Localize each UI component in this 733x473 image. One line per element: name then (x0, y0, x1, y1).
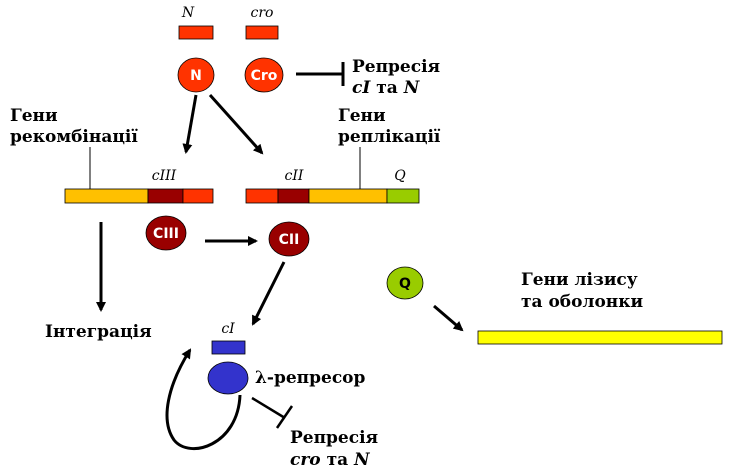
gene-q-label: Q (394, 168, 406, 184)
protein-cro-label: Cro (251, 68, 278, 84)
gene-n-box (178, 25, 214, 40)
repression-cro-n-line1: Репресія (290, 428, 378, 448)
protein-n-node (177, 57, 215, 93)
repression-ci-n-line2: cI та N (352, 78, 421, 98)
gene-left-red-segment (182, 188, 214, 204)
protein-q-label: Q (399, 276, 411, 292)
protein-cro-node (244, 57, 284, 93)
repression-cro-n-line2: cro та N (290, 450, 371, 470)
protein-ciii-label: CIII (153, 226, 179, 242)
gene-n-label: N (181, 5, 195, 21)
protein-ciii-node (145, 215, 187, 251)
gene-ciii-segment (147, 188, 184, 204)
integration-label: Інтеграція (45, 322, 152, 342)
lysis-genes-line2: та оболонки (521, 292, 644, 312)
gene-ci-box (211, 340, 246, 355)
arrow-n-to-ciii (182, 94, 198, 154)
autoregulation-loop-arrow (165, 348, 242, 450)
protein-q-node (386, 266, 424, 300)
replication-genes-line2: реплікації (338, 127, 441, 147)
arrow-n-to-cii (208, 93, 264, 155)
replication-gene-segment (308, 188, 388, 204)
lambda-repressor-label: λ-репресор (255, 368, 366, 388)
arrow-q-to-lysis (433, 304, 464, 332)
gene-cro-label: cro (251, 5, 274, 21)
recombination-genes-line2: рекомбінації (10, 127, 138, 147)
gene-cii-label: cII (285, 168, 304, 184)
gene-right-red-segment (245, 188, 279, 204)
lambda-repressor-node (207, 361, 249, 395)
gene-ciii-label: cIII (152, 168, 177, 184)
repression-ci-n-line1: Репресія (352, 57, 440, 77)
gene-ci-label: cI (221, 321, 235, 337)
lysis-gene-bar (477, 330, 723, 345)
protein-cii-label: CII (279, 232, 300, 248)
protein-n-label: N (190, 68, 202, 84)
recombination-genes-line1: Гени (10, 106, 58, 126)
gene-cro-box (245, 25, 279, 40)
recombination-gene-segment (64, 188, 149, 204)
gene-q-segment (386, 188, 420, 204)
lysis-genes-line1: Гени лізису (521, 270, 638, 290)
gene-cii-segment (277, 188, 310, 204)
protein-cii-node (268, 221, 310, 257)
replication-genes-line1: Гени (338, 106, 386, 126)
arrow-cii-to-ci (251, 261, 286, 326)
